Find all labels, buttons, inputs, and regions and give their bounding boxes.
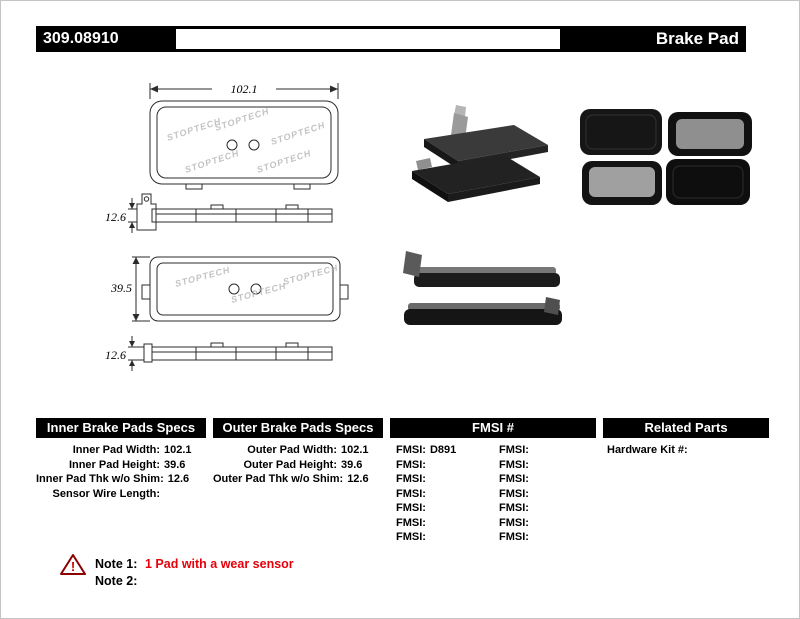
fmsi-row: FMSI: [396,472,493,487]
fmsi-row: FMSI: [396,516,493,531]
stoptech-watermark: STOPTECH [270,120,327,147]
dim-pad-width: 102.1 [231,82,258,96]
fmsi-row: FMSI: [499,487,596,502]
stoptech-watermark: STOPTECH [256,148,313,175]
fmsi-row: FMSI: [499,443,596,458]
spec-row: Inner Pad Thk w/o Shim: 12.6 [36,472,206,487]
fmsi-label: FMSI: [396,473,426,485]
spec-label: Outer Pad Height: [243,458,337,471]
spec-value: 39.6 [341,458,363,471]
note1-text: 1 Pad with a wear sensor [145,557,294,571]
part-number: 309.08910 [36,26,176,52]
fmsi-label: FMSI: [499,531,529,543]
spec-label: Inner Pad Height: [68,458,160,471]
spec-row: Inner Pad Height: 39.6 [36,458,206,473]
spec-value: 39.6 [164,458,186,471]
stoptech-watermark: STOPTECH [166,116,223,143]
header-band: 309.08910 Brake Pad [36,26,746,52]
stoptech-watermark: STOPTECH [214,106,271,133]
stoptech-watermark: STOPTECH [184,148,241,175]
note2-label: Note 2: [95,574,138,588]
stoptech-watermark: STOPTECH [282,263,339,287]
photo-pads-profile [403,251,562,325]
fmsi-header: FMSI # [390,418,596,438]
fmsi-label: FMSI: [499,444,529,456]
fmsi-label: FMSI: [499,458,529,471]
spec-value: 102.1 [164,444,192,456]
outer-specs-header: Outer Brake Pads Specs [213,418,383,438]
spec-row: Outer Pad Width: 102.1 [213,443,383,458]
spec-row: Outer Pad Height: 39.6 [213,458,383,473]
note1-label: Note 1: [95,557,138,571]
fmsi-subcolumn-right: FMSI: FMSI: FMSI: FMSI: FMSI: FMSI: FMSI… [493,443,596,545]
fmsi-label: FMSI: [499,502,529,514]
product-title: Brake Pad [560,26,746,52]
fmsi-row: FMSI: [499,472,596,487]
spec-value: 12.6 [167,473,190,485]
fmsi-label: FMSI: [396,487,426,500]
dim-pad-thk-bottom: 12.6 [105,348,126,362]
fmsi-row: FMSI: [499,516,596,531]
fmsi-row: FMSI: [396,487,493,502]
inner-specs-column: Inner Brake Pads Specs Inner Pad Width: … [36,418,206,545]
fmsi-row: FMSI: [499,501,596,516]
pad-front-drawing: 39.5 STOPTECH STOPTECH STOPTECH [110,256,349,322]
fmsi-row: FMSI: [499,530,596,545]
related-row: Hardware Kit #: [603,443,769,458]
specs-table: Inner Brake Pads Specs Inner Pad Width: … [36,418,769,545]
dim-pad-height: 39.5 [110,281,132,295]
spec-label: Inner Pad Thk w/o Shim: [36,473,164,485]
stoptech-watermark: STOPTECH [174,265,231,289]
fmsi-label: FMSI: [499,516,529,529]
fmsi-label: FMSI: [396,444,426,456]
warning-icon: ! [60,554,86,575]
header-divider [176,26,560,52]
pad-edge-top-drawing: 12.6 [105,193,333,233]
product-photos [403,105,752,325]
fmsi-label: FMSI: [499,473,529,485]
dim-pad-thk-top: 12.6 [105,210,126,224]
pad-edge-bottom-drawing: 12.6 [105,336,333,371]
spec-label: Sensor Wire Length: [52,487,160,500]
fmsi-row: FMSI: [396,501,493,516]
warning-glyph: ! [71,559,75,574]
fmsi-label: FMSI: [396,531,426,543]
fmsi-label: FMSI: [396,516,426,529]
fmsi-row: FMSI:D891 [396,443,493,458]
spec-row: Sensor Wire Length: [36,487,206,502]
related-parts-header: Related Parts [603,418,769,438]
fmsi-value: D891 [429,444,457,456]
spec-label: Inner Pad Width: [72,444,160,456]
photo-pads-face [580,109,752,205]
fmsi-label: FMSI: [396,502,426,514]
photo-pads-angled [412,105,548,202]
related-label: Hardware Kit #: [607,444,688,456]
pad-face-drawing: 102.1 STOPTECH STOPTECH STOPTECH STOPTEC… [149,82,339,190]
outer-specs-column: Outer Brake Pads Specs Outer Pad Width: … [213,418,383,545]
spec-value [160,487,206,502]
spec-row: Outer Pad Thk w/o Shim: 12.6 [213,472,383,487]
spec-label: Outer Pad Width: [247,444,337,456]
fmsi-row: FMSI: [396,458,493,473]
fmsi-label: FMSI: [499,487,529,500]
fmsi-row: FMSI: [396,530,493,545]
spec-row: Inner Pad Width: 102.1 [36,443,206,458]
fmsi-row: FMSI: [499,458,596,473]
inner-specs-header: Inner Brake Pads Specs [36,418,206,438]
spec-value: 12.6 [347,473,369,485]
spec-label: Outer Pad Thk w/o Shim: [213,473,344,485]
related-parts-column: Related Parts Hardware Kit #: [603,418,769,545]
fmsi-subcolumn-left: FMSI:D891 FMSI: FMSI: FMSI: FMSI: FMSI: … [390,443,493,545]
technical-drawings: 102.1 STOPTECH STOPTECH STOPTECH STOPTEC… [105,82,349,371]
fmsi-label: FMSI: [396,458,426,471]
fmsi-column: FMSI # FMSI:D891 FMSI: FMSI: FMSI: FMSI:… [390,418,596,545]
spec-value: 102.1 [341,444,369,456]
